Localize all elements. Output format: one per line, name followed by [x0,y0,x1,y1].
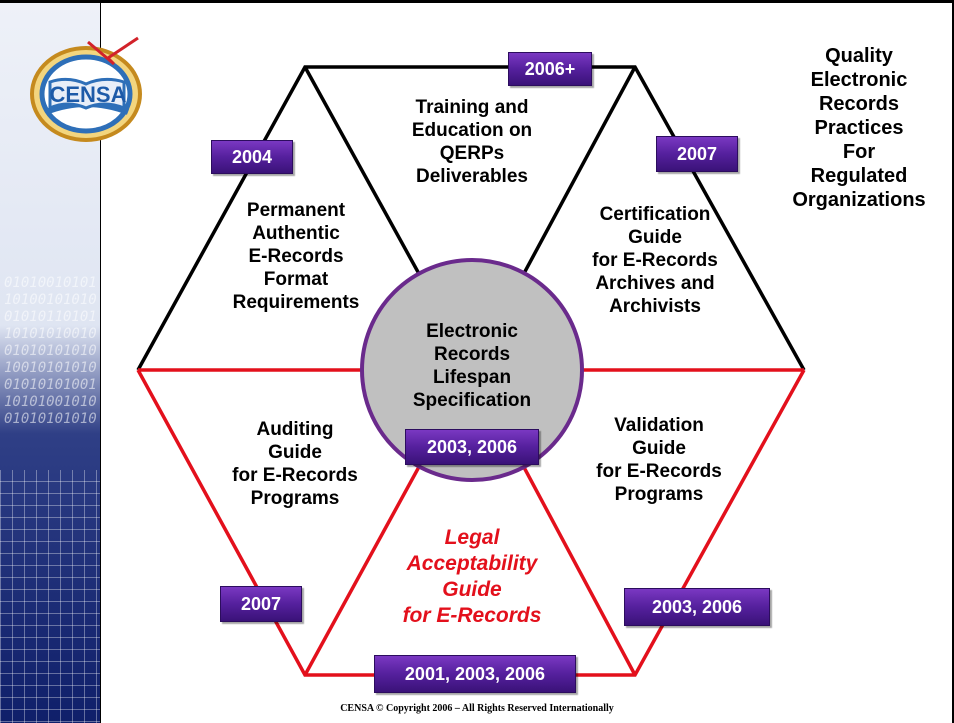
segment-line: Guide [628,227,682,248]
center-line: Records [433,344,511,365]
segment-line: E-Records [248,246,344,267]
segment-line: Deliverables [416,166,528,187]
center-text: Electronic Records Lifespan Specificatio… [362,320,582,412]
segment-line: Archivists [609,296,701,317]
segment-upper-left-text: Permanent Authentic E-Records Format Req… [216,199,376,314]
segment-line: Legal [444,526,500,549]
segment-line: for E-Records [232,465,358,486]
segment-line: for E-Records [592,250,718,271]
segment-bottom-text: Legal Acceptability Guide for E-Records [370,525,574,629]
segment-top-text: Training and Education on QERPs Delivera… [380,96,564,188]
segment-line: Programs [614,484,704,505]
side-title: Quality Electronic Records Practices For… [777,44,941,212]
side-title-line: Electronic [810,69,908,91]
segment-line: Education on [411,120,533,141]
segment-line: Validation [614,415,704,436]
side-title-line: Quality [825,45,893,67]
segment-line: Requirements [232,292,360,313]
year-badge-bottom: 2001, 2003, 2006 [374,655,576,693]
segment-line: Authentic [252,223,340,244]
segment-upper-right-text: Certification Guide for E-Records Archiv… [566,203,744,318]
segment-line: Format [263,269,329,290]
lightning-icon [87,36,139,66]
center-line: Specification [412,390,532,411]
censa-logo: CENSA [30,36,142,142]
segment-line: Permanent [246,200,346,221]
logo-text: CENSA [49,82,126,107]
side-title-line: For [842,141,876,163]
segment-line: Acceptability [406,552,538,575]
logo-book-icon [48,77,126,111]
year-badge-lower-right: 2003, 2006 [624,588,770,626]
year-badge-lower-left: 2007 [220,586,302,622]
segment-line: Programs [250,488,340,509]
divider-lower-left [303,369,474,676]
year-badge-top: 2006+ [508,52,592,86]
center-line: Lifespan [432,367,512,388]
segment-line: for E-Records [402,604,542,627]
copyright-text: CENSA © Copyright 2006 – All Rights Rese… [340,703,614,714]
center-line: Electronic [426,321,518,342]
segment-line: for E-Records [596,461,722,482]
segment-line: Certification [599,204,711,225]
year-badge-center: 2003, 2006 [405,429,539,465]
segment-line: Guide [442,578,502,601]
right-frame-line [952,0,954,723]
left-frame-line [100,0,101,723]
segment-line: Training and [415,97,529,118]
year-badge-upper-right: 2007 [656,136,738,172]
side-title-line: Practices [814,117,904,139]
side-title-line: Organizations [792,189,926,211]
year-badge-upper-left: 2004 [211,140,293,174]
segment-line: Auditing [256,419,334,440]
top-frame-line [0,0,954,3]
segment-line: Guide [632,438,686,459]
binary-pattern: 01010010101 10100101010 01010110101 1010… [4,275,97,427]
left-grid-pattern [0,470,100,723]
side-title-line: Records [818,93,900,115]
segment-line: QERPs [439,143,505,164]
side-title-line: Regulated [810,165,908,187]
segment-line: Guide [268,442,322,463]
segment-line: Archives and [595,273,715,294]
segment-lower-left-text: Auditing Guide for E-Records Programs [206,418,384,510]
segment-lower-right-text: Validation Guide for E-Records Programs [570,414,748,506]
